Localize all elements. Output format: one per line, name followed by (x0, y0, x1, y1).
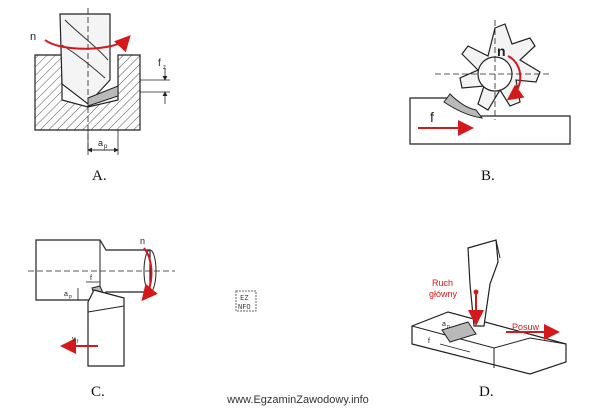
panel-c-v-sub: f (77, 339, 79, 345)
panel-c-a-sub: p (69, 294, 72, 300)
panel-c-turning: n f a p v f (28, 236, 175, 367)
panel-d-tool (467, 239, 499, 327)
svg-text:NFO: NFO (238, 303, 251, 311)
panel-d-posuw-label: Posuw (512, 322, 540, 332)
panel-a-a-label: a (98, 138, 103, 148)
caption-a: A. (92, 168, 107, 184)
panel-b-chip (443, 93, 484, 119)
panel-c-v-label: v (72, 336, 76, 343)
panel-a-f-label: f (158, 58, 161, 69)
panel-c-n-label: n (140, 236, 145, 246)
panel-d-ruch-label: Ruch (432, 278, 453, 288)
panel-a-drill (59, 13, 111, 105)
panel-a-a-sub: p (104, 144, 108, 150)
panel-b-n-label: n (497, 43, 506, 59)
panel-d-workpiece (411, 311, 567, 375)
svg-text:EZ: EZ (240, 294, 248, 302)
panel-d-planing: Ruch główny Posuw a p f (411, 239, 567, 375)
caption-c: C. (91, 384, 105, 400)
panel-a-n-label: n (30, 31, 36, 43)
center-logo: EZ NFO (235, 290, 257, 312)
panel-b-milling: n f (409, 20, 571, 145)
panel-c-rotation-arrow (141, 247, 158, 302)
panel-b-rotation-arrow (506, 55, 525, 101)
watermark-text: www.EgzaminZawodowy.info (227, 394, 369, 406)
panel-b-f-label: f (430, 109, 434, 125)
caption-b: B. (481, 168, 495, 184)
panel-d-glowny-label: główny (429, 289, 458, 299)
panel-a-rotation-arrow (44, 35, 131, 53)
panel-d-chip (441, 321, 477, 343)
caption-d: D. (479, 384, 494, 400)
panel-a-drilling: n f z a p (30, 8, 170, 155)
panel-d-a-label: a (442, 321, 446, 328)
panel-c-tool (87, 289, 125, 367)
panel-d-a-sub: p (447, 324, 450, 330)
panel-c-f-label: f (90, 275, 92, 282)
panel-c-a-label: a (64, 291, 68, 298)
panel-a-f-sub: z (163, 65, 166, 71)
panel-d-f-label: f (428, 338, 430, 345)
